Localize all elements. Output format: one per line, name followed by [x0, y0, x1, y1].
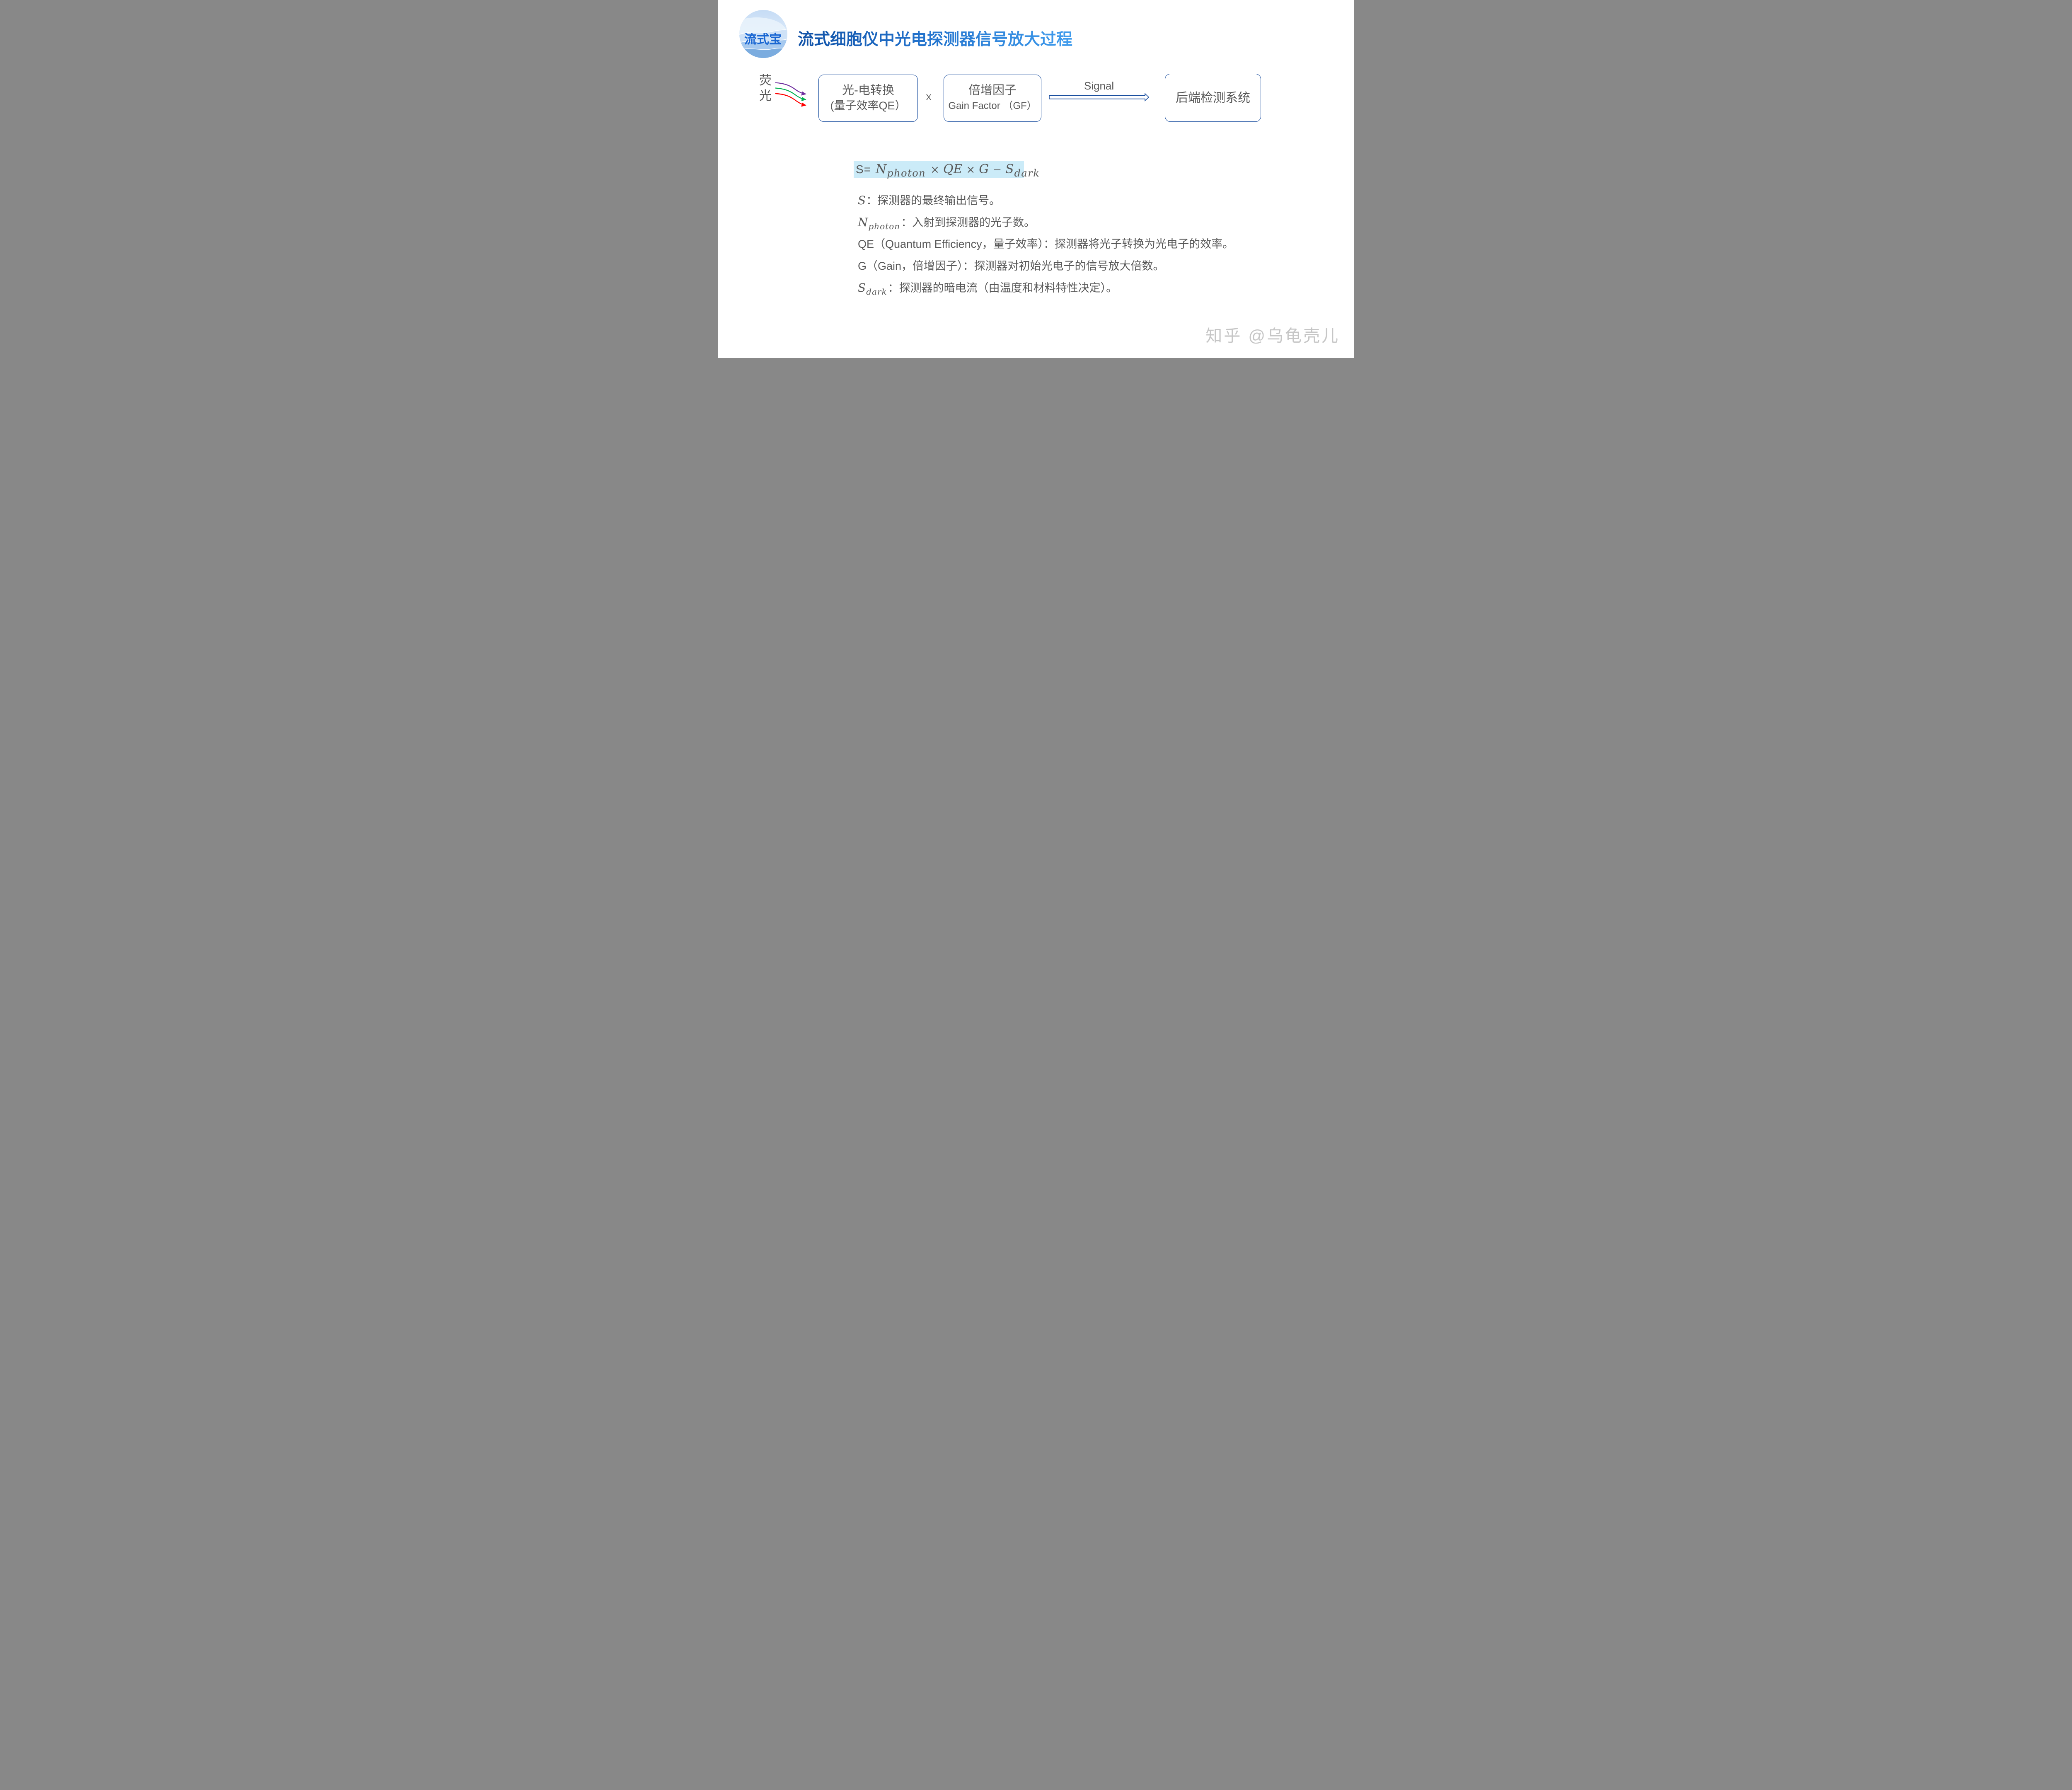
fluorescence-arrows-icon — [775, 82, 806, 107]
formula-N-subscript: photon — [887, 167, 926, 179]
page-title: 流式细胞仪中光电探测器信号放大过程 — [798, 29, 1072, 50]
signal-arrow-icon — [1049, 93, 1150, 102]
definition-text: （Gain，倍增因子）：探测器对初始光电子的信号放大倍数。 — [867, 260, 1164, 272]
box3-line1: 后端检测系统 — [1176, 91, 1250, 105]
definition-text: （Quantum Efficiency，量子效率）：探测器将光子转换为光电子的效… — [874, 238, 1234, 250]
formula-S-dark: S — [1005, 162, 1014, 177]
definition-symbol: QE — [858, 238, 874, 250]
fluorescence-char-2: 光 — [759, 89, 772, 103]
definition-row-g: G（Gain，倍增因子）：探测器对初始光电子的信号放大倍数。 — [858, 255, 1164, 277]
photoelectric-conversion-box: 光-电转换 (量子效率QE） — [818, 75, 918, 122]
multiply-sign: X — [925, 93, 932, 102]
definition-symbol: N — [858, 215, 868, 229]
formula-S-dark-subscript: dark — [1014, 167, 1040, 179]
signal-block-arrow — [1049, 93, 1150, 102]
purple-wavy-arrow — [775, 82, 806, 96]
definition-subscript: photon — [868, 221, 900, 231]
formula-G: G — [979, 162, 989, 177]
definition-subscript: dark — [866, 287, 887, 297]
formula-equals: = — [864, 163, 871, 176]
formula-times-1: × — [930, 164, 939, 176]
definition-row-sdark: Sdark：探测器的暗电流（由温度和材料特性决定）。 — [858, 277, 1117, 299]
definition-row-qe: QE（Quantum Efficiency，量子效率）：探测器将光子转换为光电子… — [858, 233, 1234, 255]
flow-cytometry-logo-icon: 流式宝 — [739, 10, 787, 58]
formula-N: N — [876, 162, 887, 177]
definition-text: ：探测器的暗电流（由温度和材料特性决定）。 — [888, 282, 1118, 294]
box2-line2: Gain Factor （GF） — [948, 100, 1037, 111]
definition-symbol: G — [858, 260, 867, 272]
formula-minus: − — [992, 164, 1002, 176]
signal-label: Signal — [1084, 80, 1114, 92]
fluorescence-label: 荧 光 — [759, 73, 772, 104]
definition-text: ：探测器的最终输出信号。 — [866, 194, 1001, 207]
red-wavy-arrow — [775, 93, 806, 107]
definition-row-nphoton: Nphoton：入射到探测器的光子数。 — [858, 212, 1035, 233]
formula-S: S — [856, 163, 864, 176]
box2-line1: 倍增因子 — [968, 84, 1017, 97]
formula-times-2: × — [966, 164, 975, 176]
definition-row-s: S：探测器的最终输出信号。 — [858, 190, 1000, 211]
definition-symbol: S — [858, 194, 866, 207]
box1-line1: 光-电转换 — [842, 84, 894, 97]
watermark: 知乎 @乌龟壳儿 — [1205, 327, 1340, 345]
signal-formula: S=Nphoton×QE×G−Sdark — [854, 161, 1039, 179]
slide-canvas: 流式宝 流式细胞仪中光电探测器信号放大过程 荧 光 光-电转换 (量子效率QE） — [718, 0, 1354, 358]
box1-line2: (量子效率QE） — [830, 99, 906, 112]
definition-text: ：入射到探测器的光子数。 — [901, 216, 1036, 229]
gain-factor-box: 倍增因子 Gain Factor （GF） — [944, 75, 1041, 122]
formula-QE: QE — [943, 162, 963, 177]
logo-text: 流式宝 — [744, 32, 782, 46]
backend-detection-box: 后端检测系统 — [1165, 74, 1261, 122]
fluorescence-char-1: 荧 — [759, 74, 772, 87]
green-wavy-arrow — [775, 87, 806, 102]
definition-symbol: S — [858, 281, 866, 295]
